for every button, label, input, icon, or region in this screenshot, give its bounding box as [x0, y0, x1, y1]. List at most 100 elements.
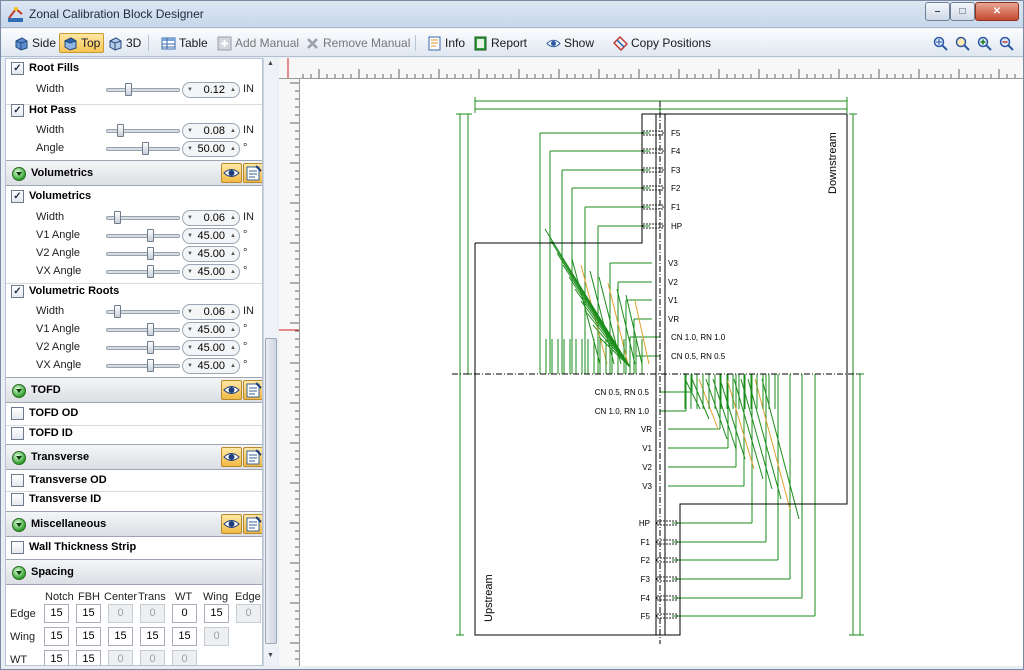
- spacing-cell[interactable]: 15: [76, 604, 101, 623]
- slider-thumb[interactable]: [147, 341, 154, 354]
- zoom-fit-button[interactable]: [930, 33, 951, 53]
- copy-positions-button[interactable]: Copy Positions: [610, 33, 714, 53]
- hot-pass-width-slider[interactable]: [106, 124, 180, 137]
- volumetric-roots-vx-slider[interactable]: [106, 359, 180, 372]
- top-view-button[interactable]: Top: [59, 33, 105, 53]
- settings-toggle[interactable]: [243, 514, 262, 534]
- visibility-toggle[interactable]: [221, 380, 242, 400]
- tofd-section-header[interactable]: TOFD: [6, 377, 262, 403]
- maximize-button[interactable]: □: [950, 2, 975, 21]
- volumetric-roots-v2-slider[interactable]: [106, 341, 180, 354]
- hot-pass-angle-slider[interactable]: [106, 142, 180, 155]
- hot-pass-angle-input[interactable]: ▼50.00▲: [182, 141, 240, 157]
- spin-down-icon[interactable]: ▼: [187, 146, 193, 152]
- spin-down-icon[interactable]: ▼: [187, 251, 193, 257]
- spacing-cell[interactable]: 0: [108, 604, 133, 623]
- root-fills-width-input[interactable]: ▼0.12▲: [182, 82, 240, 98]
- close-button[interactable]: ✕: [975, 2, 1019, 21]
- spacing-cell[interactable]: 0: [204, 627, 229, 646]
- volumetric-roots-v2-input[interactable]: ▼45.00▲: [182, 340, 240, 356]
- slider-thumb[interactable]: [147, 247, 154, 260]
- spin-down-icon[interactable]: ▼: [187, 327, 193, 333]
- settings-toggle[interactable]: [243, 447, 262, 467]
- slider-thumb[interactable]: [117, 124, 124, 137]
- spin-down-icon[interactable]: ▼: [187, 345, 193, 351]
- scroll-up-icon[interactable]: ▲: [267, 60, 274, 67]
- hot-pass-width-input[interactable]: ▼0.08▲: [182, 123, 240, 139]
- volumetrics-v2-input[interactable]: ▼45.00▲: [182, 246, 240, 262]
- hot-pass-checkbox[interactable]: ✓: [11, 104, 24, 117]
- transverse-id-checkbox[interactable]: [11, 493, 24, 506]
- slider-thumb[interactable]: [147, 359, 154, 372]
- slider-thumb[interactable]: [147, 323, 154, 336]
- collapse-icon[interactable]: [12, 566, 26, 580]
- collapse-icon[interactable]: [12, 384, 26, 398]
- volumetric-roots-vx-input[interactable]: ▼45.00▲: [182, 358, 240, 374]
- volumetric-roots-v1-slider[interactable]: [106, 323, 180, 336]
- root-fills-width-slider[interactable]: [106, 83, 180, 96]
- volumetrics-v1-slider[interactable]: [106, 229, 180, 242]
- scroll-down-icon[interactable]: ▼: [267, 652, 274, 659]
- volumetrics-vx-input[interactable]: ▼45.00▲: [182, 264, 240, 280]
- 3d-view-button[interactable]: 3D: [105, 33, 144, 53]
- zoom-out-button[interactable]: [996, 33, 1017, 53]
- zoom-in-button[interactable]: [974, 33, 995, 53]
- minimize-button[interactable]: –: [925, 2, 950, 21]
- zoom-window-button[interactable]: [952, 33, 973, 53]
- spacing-cell[interactable]: 0: [140, 650, 165, 665]
- slider-thumb[interactable]: [114, 211, 121, 224]
- spin-down-icon[interactable]: ▼: [187, 233, 193, 239]
- spacing-cell[interactable]: 0: [236, 604, 261, 623]
- visibility-toggle[interactable]: [221, 514, 242, 534]
- spacing-cell[interactable]: 0: [172, 650, 197, 665]
- add-manual-button[interactable]: Add Manual: [214, 33, 302, 53]
- slider-thumb[interactable]: [114, 305, 121, 318]
- spin-down-icon[interactable]: ▼: [187, 269, 193, 275]
- spin-down-icon[interactable]: ▼: [187, 309, 193, 315]
- spacing-cell[interactable]: 15: [204, 604, 229, 623]
- volumetrics-vx-slider[interactable]: [106, 265, 180, 278]
- visibility-toggle[interactable]: [221, 163, 242, 183]
- spacing-cell[interactable]: 15: [44, 650, 69, 665]
- spacing-cell[interactable]: 0: [108, 650, 133, 665]
- collapse-icon[interactable]: [12, 167, 26, 181]
- spin-up-icon[interactable]: ▲: [230, 146, 236, 152]
- spin-up-icon[interactable]: ▲: [230, 309, 236, 315]
- spin-up-icon[interactable]: ▲: [230, 363, 236, 369]
- spacing-cell[interactable]: 15: [44, 627, 69, 646]
- volumetrics-v1-input[interactable]: ▼45.00▲: [182, 228, 240, 244]
- spin-up-icon[interactable]: ▲: [230, 269, 236, 275]
- spacing-section-header[interactable]: Spacing: [6, 559, 262, 585]
- tofd-od-checkbox[interactable]: [11, 407, 24, 420]
- scrollbar-thumb[interactable]: [265, 338, 277, 644]
- spacing-cell[interactable]: 15: [172, 627, 197, 646]
- panel-scrollbar[interactable]: ▲ ▼: [263, 58, 278, 666]
- volumetrics-v2-slider[interactable]: [106, 247, 180, 260]
- spacing-cell[interactable]: 15: [108, 627, 133, 646]
- volumetrics-checkbox[interactable]: ✓: [11, 190, 24, 203]
- side-view-button[interactable]: Side: [11, 33, 59, 53]
- spacing-cell[interactable]: 15: [76, 627, 101, 646]
- volumetric-roots-width-slider[interactable]: [106, 305, 180, 318]
- settings-toggle[interactable]: [243, 380, 262, 400]
- spin-down-icon[interactable]: ▼: [187, 363, 193, 369]
- wall-thickness-strip-checkbox[interactable]: [11, 541, 24, 554]
- slider-thumb[interactable]: [125, 83, 132, 96]
- visibility-toggle[interactable]: [221, 447, 242, 467]
- transverse-od-checkbox[interactable]: [11, 474, 24, 487]
- collapse-icon[interactable]: [12, 451, 26, 465]
- spacing-cell[interactable]: 0: [172, 604, 197, 623]
- remove-manual-button[interactable]: Remove Manual: [302, 33, 413, 53]
- spin-up-icon[interactable]: ▲: [230, 327, 236, 333]
- slider-thumb[interactable]: [142, 142, 149, 155]
- spin-down-icon[interactable]: ▼: [187, 87, 193, 93]
- spacing-cell[interactable]: 0: [140, 604, 165, 623]
- volumetrics-width-slider[interactable]: [106, 211, 180, 224]
- spin-up-icon[interactable]: ▲: [230, 233, 236, 239]
- volumetric-roots-width-input[interactable]: ▼0.06▲: [182, 304, 240, 320]
- slider-thumb[interactable]: [147, 229, 154, 242]
- spin-up-icon[interactable]: ▲: [230, 215, 236, 221]
- spacing-cell[interactable]: 15: [44, 604, 69, 623]
- spin-down-icon[interactable]: ▼: [187, 128, 193, 134]
